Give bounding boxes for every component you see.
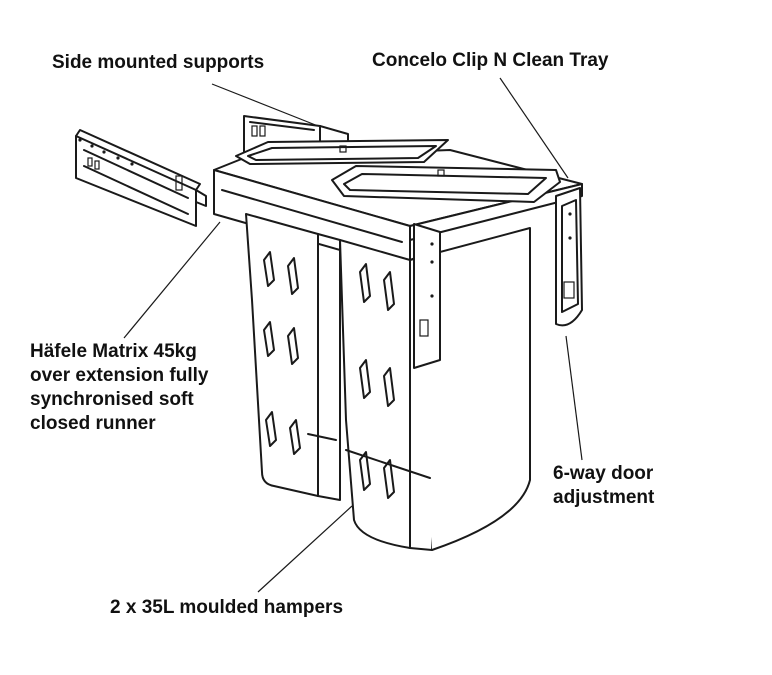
label-runner-line: closed runner bbox=[30, 413, 156, 434]
label-door-line: adjustment bbox=[553, 487, 655, 508]
label-tray: Concelo Clip N Clean Tray bbox=[372, 50, 609, 71]
leader-hampers bbox=[257, 505, 353, 593]
label-runner-line: synchronised soft bbox=[30, 389, 194, 410]
door-adjustment-bracket bbox=[555, 187, 583, 327]
tray-left bbox=[235, 139, 449, 165]
label-side-supports: Side mounted supports bbox=[52, 52, 265, 73]
leader-side-supports bbox=[211, 83, 319, 127]
leader-tray bbox=[499, 77, 569, 179]
leader-lines bbox=[123, 77, 583, 593]
left-runner-rail bbox=[75, 129, 207, 227]
label-hampers: 2 x 35L moulded hampers bbox=[110, 597, 344, 618]
label-runner: Häfele Matrix 45kg over extension fully … bbox=[30, 340, 208, 436]
leader-door bbox=[565, 335, 583, 461]
leader-runner bbox=[123, 221, 221, 339]
label-door-line: 6-way door bbox=[553, 463, 654, 484]
front-bracket bbox=[413, 223, 441, 369]
label-runner-line: over extension fully bbox=[30, 365, 209, 386]
label-door-adjustment: 6-way door adjustment bbox=[553, 462, 654, 510]
hamper-left bbox=[245, 213, 341, 501]
label-runner-line: Häfele Matrix 45kg bbox=[30, 341, 197, 362]
tray-right bbox=[331, 165, 561, 203]
